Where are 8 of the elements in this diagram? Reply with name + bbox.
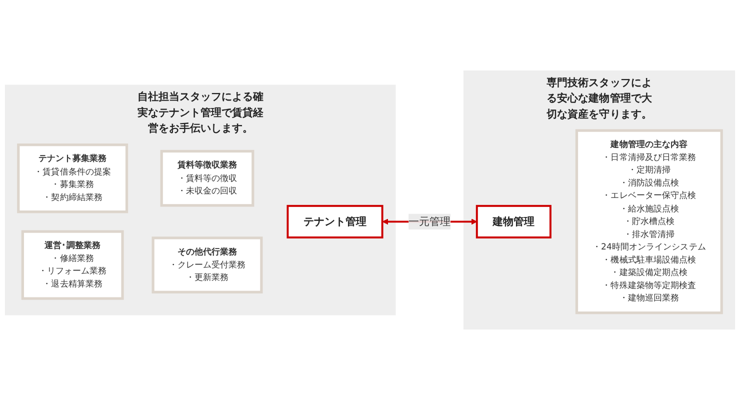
node-box: その他代行業務 ・クレーム受付業務 ・更新業務 — [152, 236, 263, 294]
node-box: テナント募集業務 ・賃貸借条件の提案 ・募集業務 ・契約締結業務 — [17, 144, 128, 214]
edge-label: 一元管理 — [408, 215, 451, 228]
node-box: 賃料等徴収業務 ・賃料等の徴収 ・未収金の回収 — [160, 150, 254, 207]
node-box: 建物管理の主な内容 ・日常清掃及び日常業務 ・定期清掃 ・消防設備点検 ・エレベーター保守点検 ・給水施設点検 ・貯水槽点検 ・排水管清掃 ・24時間オンラインシステム ・機械式駐車場設備点検 ・建築設備定期点検 ・特殊建築物等定期検査 ・建物巡回業務 — [575, 129, 723, 314]
node-box: 運営･調整業務 ・修繕業務 ・リフォーム業務 ・退去精算業務 — [21, 230, 124, 300]
node-box: 建物管理 — [476, 204, 552, 238]
node-box: テナント管理 — [286, 204, 384, 238]
